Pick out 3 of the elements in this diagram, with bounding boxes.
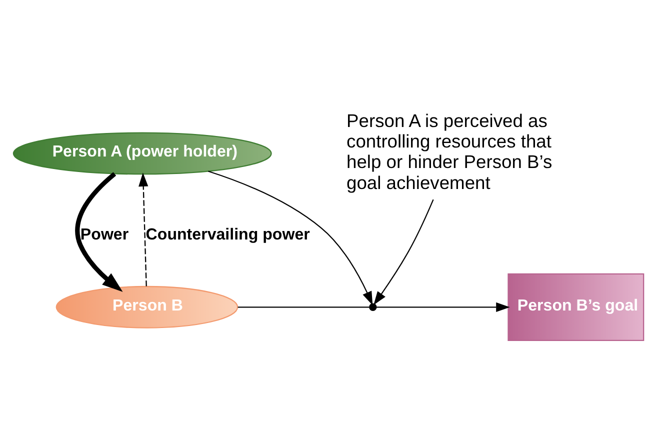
- edge-label: Power: [80, 226, 129, 244]
- node-text: Person A is perceived as controlling resources that help or hinder Person B’s goal achievement: [346, 110, 552, 193]
- edge-label: Countervailing power: [146, 226, 310, 244]
